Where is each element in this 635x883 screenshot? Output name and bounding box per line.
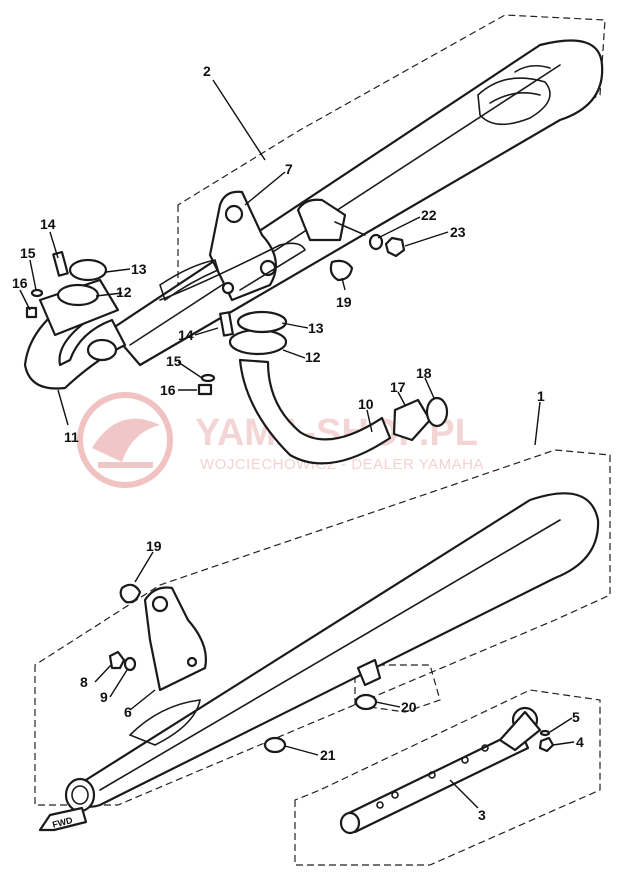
rubber-19-lower — [119, 583, 142, 604]
assembly-1-outline — [34, 449, 611, 806]
nut-23 — [384, 236, 406, 258]
damper-20 — [354, 693, 378, 711]
washer-22 — [368, 233, 384, 251]
callout-2: 2 — [203, 63, 211, 79]
callout-11: 11 — [64, 429, 79, 445]
callout-8: 8 — [80, 674, 88, 690]
callout-13-left: 13 — [131, 261, 147, 277]
assembly-3-outline — [294, 689, 601, 866]
callout-17: 17 — [390, 379, 406, 395]
washer-9 — [123, 656, 137, 672]
callout-18: 18 — [416, 365, 432, 381]
callout-7: 7 — [285, 161, 293, 177]
screw-4 — [538, 736, 555, 753]
callout-20: 20 — [401, 699, 417, 715]
callout-9: 9 — [100, 689, 108, 705]
callout-19-upper: 19 — [336, 294, 352, 310]
damper-21 — [263, 736, 287, 754]
washer-15-right — [200, 373, 216, 383]
callout-16-right: 16 — [160, 382, 176, 398]
forward-direction-marker: FWD — [38, 806, 88, 832]
callout-13-right: 13 — [308, 320, 324, 336]
callout-12-left: 12 — [116, 284, 132, 300]
stud-14-right — [219, 311, 234, 337]
callout-15-left: 15 — [20, 245, 36, 261]
subgroup-20-outline — [354, 664, 441, 713]
upper-muffler — [108, 39, 604, 367]
clamp-20-tab — [356, 658, 382, 687]
nut-16-right — [197, 383, 213, 396]
callout-14-left: 14 — [40, 216, 56, 232]
callout-16-left: 16 — [12, 275, 28, 291]
lower-muffler — [64, 492, 600, 813]
callout-15-right: 15 — [166, 353, 182, 369]
callout-6: 6 — [124, 704, 132, 720]
callout-10: 10 — [358, 396, 374, 412]
callout-4: 4 — [576, 734, 584, 750]
callout-3: 3 — [478, 807, 486, 823]
stud-14-left — [52, 250, 69, 277]
watermark-logo-icon — [77, 392, 173, 488]
washer-15-left — [30, 288, 44, 298]
bracket-7-bolt — [221, 281, 235, 295]
watermark-subtitle: WOJCIECHOWICZ - DEALER YAMAHA — [200, 456, 484, 473]
callout-12-right: 12 — [305, 349, 321, 365]
rubber-19-upper — [329, 259, 354, 282]
leader-lines — [19, 79, 575, 809]
callout-14-right: 14 — [178, 327, 194, 343]
gasket-18 — [425, 396, 449, 428]
bracket-7-hole — [224, 204, 244, 224]
nut-8 — [108, 650, 126, 670]
callout-23: 23 — [450, 224, 466, 240]
callout-22: 22 — [421, 207, 437, 223]
callout-21: 21 — [320, 747, 336, 763]
callout-19-lower: 19 — [146, 538, 162, 554]
exhaust-pipe-10 — [228, 310, 392, 465]
exhaust-pipe-11 — [23, 242, 307, 390]
callout-5: 5 — [572, 709, 580, 725]
muffler-mount-tab — [296, 198, 347, 242]
callout-1: 1 — [537, 388, 545, 404]
joint-17 — [392, 398, 432, 442]
baffle-tube-3 — [339, 706, 542, 835]
callout-labels: 2 7 22 23 19 13 12 14 15 16 11 14 13 12 … — [12, 63, 584, 823]
fwd-label: FWD — [51, 815, 74, 830]
nut-16-left — [25, 306, 38, 319]
washer-5 — [539, 729, 551, 737]
